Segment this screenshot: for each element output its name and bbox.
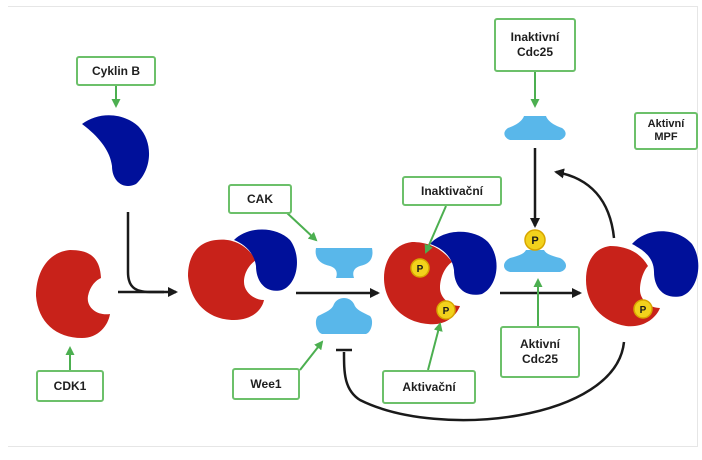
phosphate-label: P	[417, 264, 424, 275]
phosphate-label: P	[640, 305, 647, 316]
phosphate-activating-2	[633, 299, 653, 319]
inaktivacni-pointer	[424, 205, 447, 254]
wee1-enzyme-shape	[315, 298, 373, 334]
frame-top-line	[8, 6, 698, 7]
cyklin-b-label: Cyklin B	[76, 56, 156, 86]
aktivni-mpf-label: Aktivní MPF	[634, 112, 698, 150]
aktivacni-label: Aktivační	[382, 370, 476, 404]
cak-enzyme-shape	[315, 248, 373, 278]
inaktivacni-label: Inaktivační	[402, 176, 502, 206]
cyclin-binding-arrow	[126, 212, 164, 294]
active-cdc25-shape	[504, 250, 566, 272]
cyclin-complex-1-shape	[234, 229, 297, 291]
cyclin-b-free-shape	[82, 115, 150, 186]
phosphate-activating-1	[436, 300, 456, 320]
aktivacni-pointer	[427, 322, 443, 371]
cyclin-complex-2-shape	[430, 231, 497, 295]
inactive-cdc25-shape	[504, 116, 566, 140]
cdk1-free-shape	[36, 250, 110, 338]
mpf-feedback-to-cdc25-arrow	[554, 168, 616, 239]
cak-pointer	[285, 211, 318, 242]
wee1-label: Wee1	[232, 368, 300, 400]
phosphate-label: P	[443, 306, 450, 317]
inaktivni-cdc25-label: Inaktivní Cdc25	[494, 18, 576, 72]
cdk1-complex-1-shape	[188, 239, 264, 320]
phosphate-on-cdc25	[524, 229, 546, 251]
cak-label: CAK	[228, 184, 292, 214]
wee1-pointer	[299, 340, 324, 371]
phosphate-label: P	[531, 235, 538, 247]
mpf-feedback-to-wee1-arrow	[342, 341, 626, 422]
frame-right-line	[697, 6, 698, 446]
cyclin-complex-3-shape	[632, 231, 699, 297]
frame-bottom-line	[8, 446, 698, 447]
aktivni-cdc25-label: Aktivní Cdc25	[500, 326, 580, 378]
phosphate-inhibitory	[410, 258, 430, 278]
cdk1-label: CDK1	[36, 370, 104, 402]
